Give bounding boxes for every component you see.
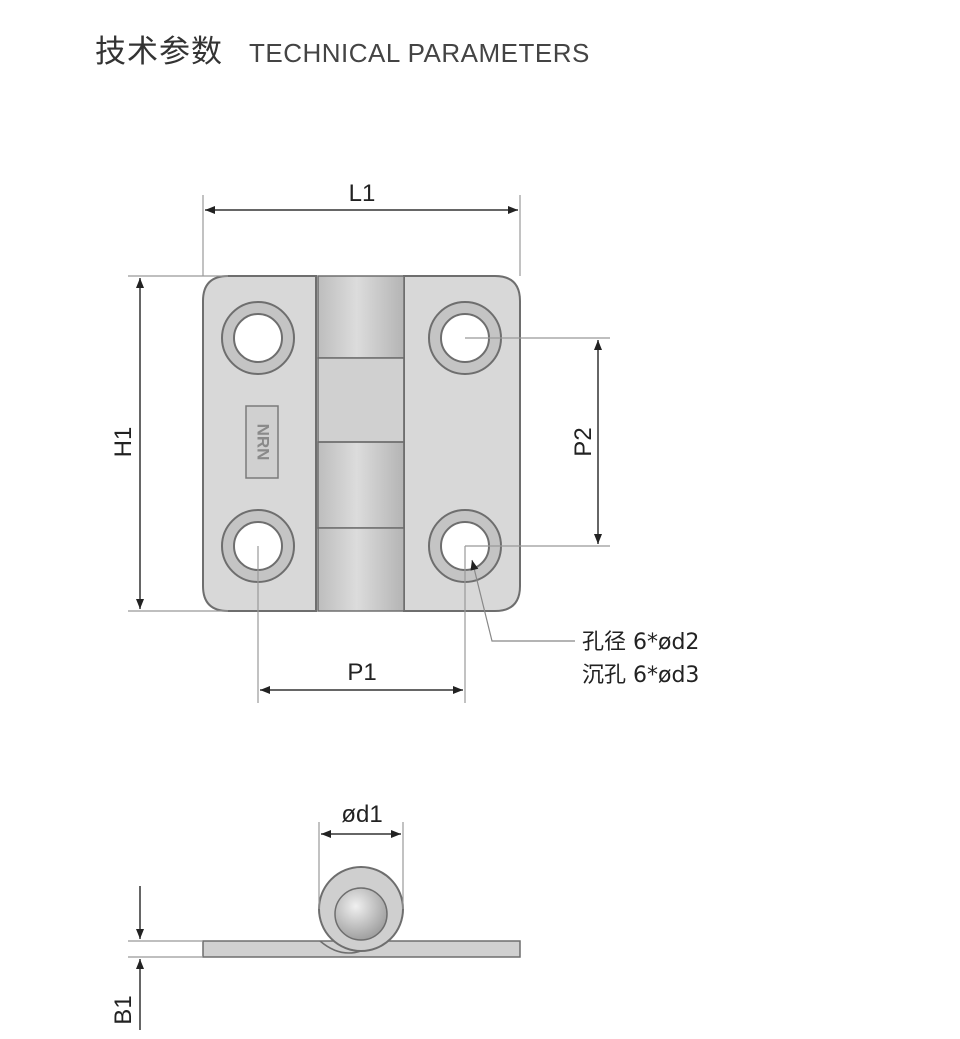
title-english: TECHNICAL PARAMETERS [249,38,590,68]
hole-note-line2: 沉孔 6*ød3 [582,663,699,688]
hole-leader: 孔径 6*ød2 沉孔 6*ød3 [470,559,699,688]
dim-P1: P1 [257,546,466,703]
dim-label-d1: ød1 [341,801,382,828]
hole-top-left [221,301,295,375]
dim-H1: H1 [110,275,228,612]
dim-d1: ød1 [318,801,404,909]
dim-label-P1: P1 [347,659,376,686]
dim-label-L1: L1 [349,180,376,207]
brand-logo-text: NRN [254,424,273,461]
knuckle-bottom [317,527,405,612]
dim-L1: L1 [202,180,521,276]
knuckle-top [317,275,405,359]
side-pin [334,887,388,941]
dim-label-H1: H1 [110,427,137,458]
dim-B1: B1 [110,886,203,1030]
brand-logo: NRN [245,405,279,479]
dim-label-P2: P2 [570,427,597,456]
page-header: 技术参数 TECHNICAL PARAMETERS [95,26,590,70]
hinge-front-view: NRN L1 H1 P1 P2 [110,180,699,703]
hinge-side-view: ød1 B1 [110,801,521,1030]
title-chinese: 技术参数 [95,34,223,70]
hole-note-line1: 孔径 6*ød2 [582,630,699,655]
knuckle-center [317,441,405,529]
dim-P2: P2 [465,337,610,547]
dim-label-B1: B1 [110,995,137,1024]
